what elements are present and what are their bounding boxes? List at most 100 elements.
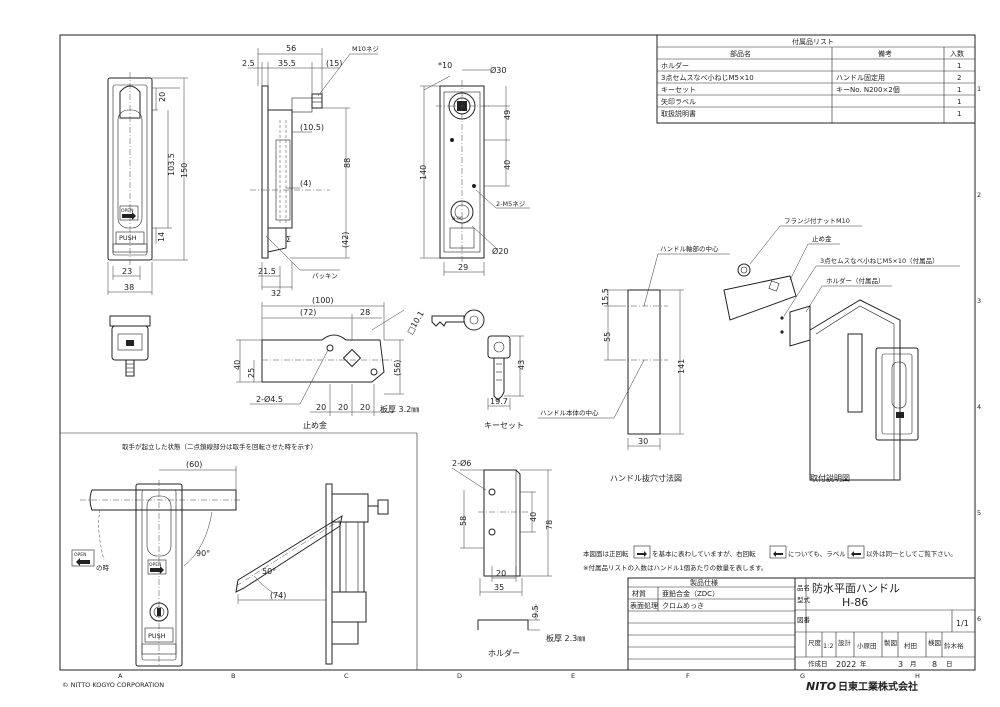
product-name-label: 品名 [797,583,810,592]
svg-text:15.5: 15.5 [601,288,610,306]
note-label-label [847,545,865,559]
svg-text:90°: 90° [196,549,210,558]
svg-text:Ø20: Ø20 [492,246,508,256]
arrow-right-icon [150,566,164,574]
svg-text:40: 40 [529,512,538,522]
svg-text:20: 20 [496,569,506,578]
cutout-view: 15.5 55 141 30 ハンドル軸部の中心 ハンドル本体の中心 ハンドル抜… [538,244,730,483]
parts-list-row-qty: 2 [957,74,961,82]
svg-text:Ø30: Ø30 [490,65,506,75]
col-label-h: H [915,672,920,680]
row-label-3: 3 [977,297,981,305]
arrow-right-icon [122,212,136,220]
svg-text:OPEN: OPEN [121,208,133,214]
svg-text:35.5: 35.5 [278,59,296,68]
svg-text:103.5: 103.5 [167,153,176,176]
key-icon [487,335,511,401]
design-label: 設計 [838,638,852,647]
svg-text:(10.5): (10.5) [300,123,324,132]
svg-text:141: 141 [677,359,686,374]
col-label-f: F [686,672,690,680]
raised-push-label: PUSH [148,632,166,640]
parts-list-row-name: 取扱説明書 [661,109,696,118]
svg-text:(42): (42) [341,232,350,248]
svg-text:(15): (15) [326,59,342,68]
date-unit-day: 日 [946,660,953,668]
holder-view: 2-Ø6 58 40 78 20 35 9.5 板厚 2.3㎜ ホルダー [451,458,585,658]
svg-text:20: 20 [158,92,167,102]
note-line1-d: 以外は同一としてご覧下さい。 [866,549,957,558]
svg-text:50°: 50° [262,567,276,576]
raised-handle-view: 取手が起立した状態（二点鎖線部分は取手を回転させた時を示す） OPEN PUSH… [71,442,317,667]
row-label-1: 1 [977,85,981,93]
left-open-label [71,549,95,567]
product-name: 防水平面ハンドル [812,581,900,595]
svg-text:43: 43 [517,360,526,370]
svg-text:30: 30 [638,437,648,446]
holder-name: ホルダー [488,648,520,658]
col-label-a: A [118,672,123,680]
svg-text:(100): (100) [312,296,334,305]
checker-name: 鈴木裕 [944,641,964,650]
parts-list-row-name: 3点セムスなべ小ねじM5×10 [661,73,754,82]
svg-text:150: 150 [180,163,189,178]
parts-list-title: 付属品リスト [792,37,834,46]
front-view: OPEN PUSH 20 103.5 150 14 23 38 [107,72,189,295]
date-year: 2022 [836,660,856,669]
svg-text:88: 88 [343,158,352,168]
svg-text:OPEN: OPEN [149,562,161,568]
rear-view: N-00 *10 Ø30 49 40 140 2-M5ネジ Ø20 29 [419,61,530,276]
svg-text:(72): (72) [300,308,316,317]
key-set-view: 43 19.7 キーセット [431,309,526,430]
screw-set-callout: 3点セムスなべ小ねじM5×10（付属品） [820,256,939,265]
mounting-name: 取付説明図 [810,473,850,483]
stopper-callout: 止め金 [812,234,832,243]
holder-holes-callout: 2-Ø6 [452,458,471,468]
svg-text:9.5: 9.5 [531,605,540,618]
svg-text:28: 28 [360,308,370,317]
notes: 本図面は正回転 を基本に表わしていますが、右回転 についても、ラベル 以外は同一… [583,545,957,572]
packing-callout: パッキン [312,272,338,280]
scale-value: 1:2 [823,642,833,650]
designer-name: 小原田 [857,641,877,650]
svg-text:20: 20 [360,403,370,412]
finish-value: クロムめっき [662,602,704,610]
raised-view-title: 取手が起立した状態（二点鎖線部分は取手を回転させた時を示す） [122,442,317,451]
stopper-thickness: 板厚 3.2㎜ [380,404,419,414]
row-label-2: 2 [977,191,981,199]
svg-text:21.5: 21.5 [258,267,276,276]
svg-text:□10.1: □10.1 [405,309,425,335]
model-number: H-86 [842,596,868,609]
svg-text:29: 29 [458,263,468,272]
arrow-left-icon [773,551,783,557]
thread-callout: M10ネジ [352,45,379,53]
svg-text:20: 20 [338,403,348,412]
note-line2: ※付属品リストの入数はハンドル1個あたりの数量を表します。 [583,563,767,572]
svg-text:35: 35 [494,583,504,592]
svg-text:40: 40 [503,160,512,170]
svg-text:*10: *10 [438,61,452,70]
svg-text:40: 40 [233,360,242,370]
raised-open-label [147,559,167,575]
model-label: 型式 [797,595,811,604]
date-day: 8 [932,660,937,669]
parts-list-header-qty: 入数 [950,49,964,58]
stopper-view: (100) (72) 28 40 25 (56) □10.1 20 20 20 … [233,296,426,430]
grid-column-labels: A B C D E F G H [118,672,920,680]
parts-list-row-note: キーNo. N200×2個 [836,85,900,94]
note-label-ccw [769,545,787,559]
parts-list-row-qty: 1 [957,86,961,94]
rear-key-label: N-00 [452,216,463,222]
svg-text:14: 14 [157,232,166,242]
drawn-label: 製図 [884,638,897,647]
arrow-left-icon [76,558,90,566]
axis-center-callout: ハンドル軸部の中心 [660,244,719,253]
row-label-4: 4 [977,403,981,411]
svg-text:38: 38 [124,283,134,292]
finish-label: 表面処理 [630,601,658,610]
note-line1-c: についても、ラベル [788,550,846,558]
push-label: PUSH [119,234,137,242]
svg-text:2.5: 2.5 [242,59,255,68]
scale-label: 尺度 [808,638,822,647]
